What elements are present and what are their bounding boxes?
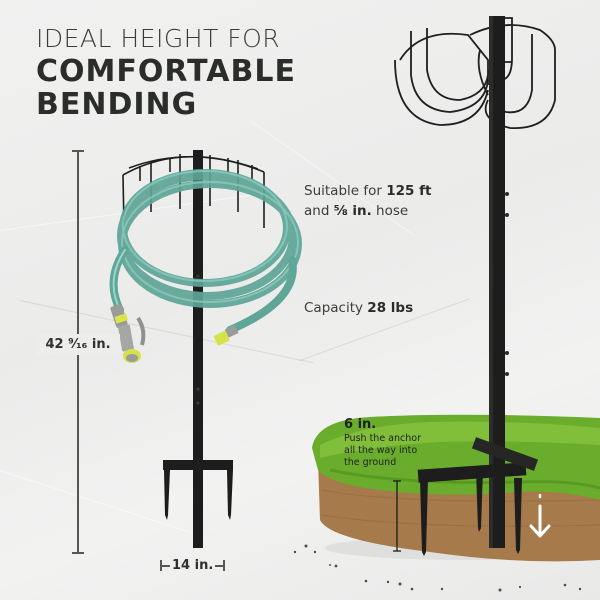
anchor-note-line-3: the ground [344,457,397,468]
feature-hose-size-and: and [304,203,334,219]
feature-hose-size-prefix: Suitable for [304,183,387,199]
feature-hose-suffix: hose [371,203,409,219]
anchor-depth-label: 6 in. [344,417,377,432]
feature-capacity-value: 28 lbs [367,300,414,316]
feature-capacity-prefix: Capacity [304,300,368,316]
arrow-down-icon [529,493,551,538]
height-dimension: 42 ⁹⁄₁₆ in. [36,150,120,554]
right-hose-holder-icon [394,16,556,556]
feature-hose-size: Suitable for 125 ft and ⅝ in. hose [304,181,431,221]
headline-line-3: BENDING [36,87,198,122]
anchor-note-line-2: all the way into [344,445,418,456]
headline: IDEAL HEIGHT FOR COMFORTABLE BENDING [36,26,296,120]
anchor-depth-dimension-icon [393,480,401,552]
left-hose-holder-icon [109,150,302,548]
headline-line-2: COMFORTABLE [36,54,296,89]
height-dimension-cap-bottom [72,552,84,554]
width-dimension-tick-right [223,560,226,571]
width-dimension-label: 14 in. [172,558,214,573]
width-dimension-dash [162,564,170,567]
spray-nozzle-icon [110,304,146,363]
feature-capacity: Capacity 28 lbs [304,298,413,318]
height-dimension-cap-top [72,150,84,152]
soil-crumbs-icon [293,544,582,592]
feature-hose-diameter: ⅝ in. [333,203,372,219]
garden-hose-icon [109,169,302,334]
width-dimension-tick-left [160,560,162,571]
anchor-note-line-1: Push the anchor [344,433,421,444]
hose-connector-icon [213,324,239,346]
width-dimension-dash [215,564,224,567]
feature-hose-length: 125 ft [386,183,432,199]
height-dimension-label: 42 ⁹⁄₁₆ in. [36,334,120,355]
grass-top-icon [312,414,600,500]
anchor-callout: 6 in. Push the anchor all the way into t… [344,417,421,469]
headline-line-1: IDEAL HEIGHT FOR [36,24,281,53]
width-dimension: 14 in. [160,558,226,573]
anchor-note: Push the anchor all the way into the gro… [344,433,421,469]
